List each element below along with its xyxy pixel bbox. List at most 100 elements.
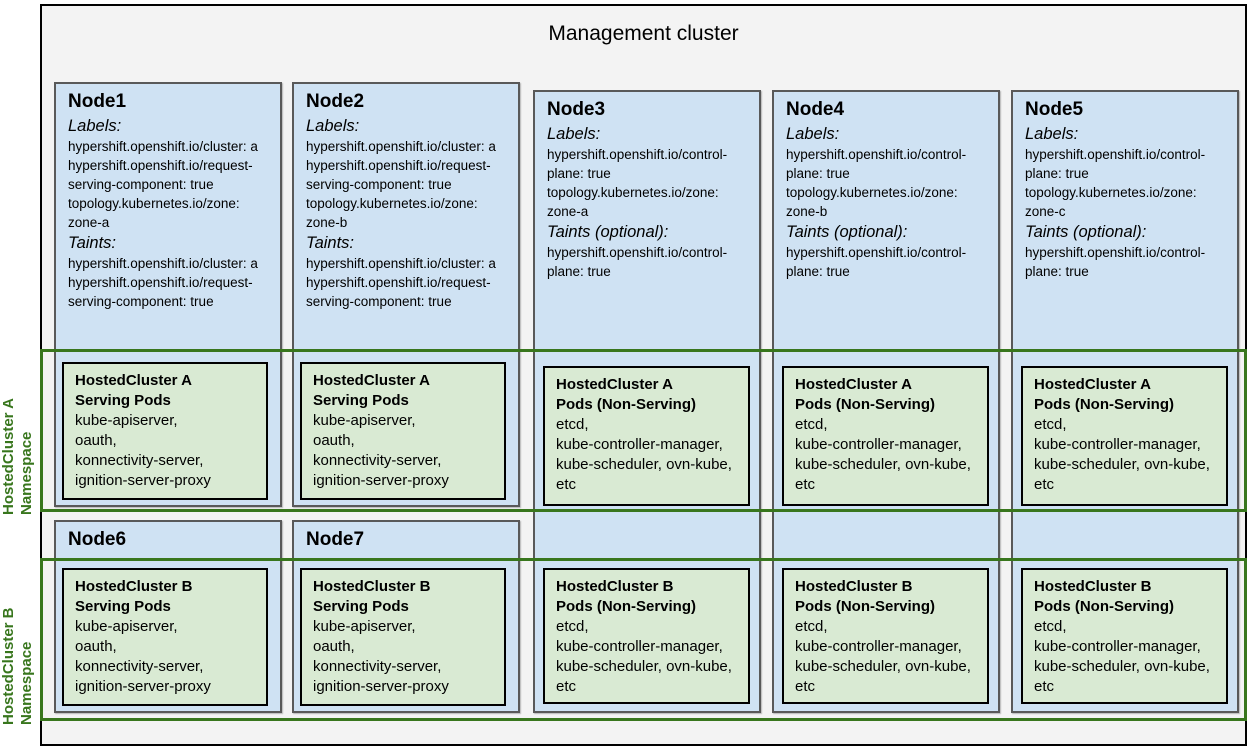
- pod-box-title: Serving Pods: [313, 598, 409, 615]
- node1-title: Node1: [68, 91, 127, 112]
- node1-labels-heading: Labels:: [68, 117, 122, 135]
- pod-box-hostedcluster-a-nonserving: HostedCluster A Pods (Non-Serving) etcd,…: [782, 366, 989, 506]
- node4-label-line: topology.kubernetes.io/zone: zone-b: [786, 185, 958, 219]
- pod-item: kube-controller-manager, kube-scheduler,…: [1034, 638, 1210, 695]
- pod-item: etcd,: [1034, 416, 1067, 433]
- node6-title: Node6: [68, 529, 127, 550]
- node-box-node7: Node7 HostedCluster B Serving Pods kube-…: [292, 520, 520, 713]
- pod-item: konnectivity-server,: [75, 452, 204, 469]
- pod-item: ignition-server-proxy: [313, 472, 449, 489]
- node5-title: Node5: [1025, 99, 1084, 120]
- hostedcluster-a-namespace-label: HostedCluster A Namespace: [0, 345, 38, 515]
- node3-label-line: hypershift.openshift.io/control-plane: t…: [547, 147, 728, 181]
- pod-box-title: Serving Pods: [313, 392, 409, 409]
- pod-box-title: HostedCluster A: [556, 376, 673, 393]
- pod-box-hostedcluster-b-serving: HostedCluster B Serving Pods kube-apiser…: [62, 568, 268, 706]
- node4-taint-line: hypershift.openshift.io/control-plane: t…: [786, 245, 967, 279]
- node5-labels-heading: Labels:: [1025, 125, 1079, 143]
- pod-box-title: HostedCluster A: [313, 372, 430, 389]
- node2-taints-heading: Taints:: [306, 234, 355, 252]
- node-box-node5: Node5 Labels: hypershift.openshift.io/co…: [1011, 90, 1239, 713]
- pod-box-hostedcluster-b-serving: HostedCluster B Serving Pods kube-apiser…: [300, 568, 506, 706]
- pod-box-title: Serving Pods: [75, 598, 171, 615]
- pod-box-title: Pods (Non-Serving): [795, 396, 936, 413]
- management-cluster-title: Management cluster: [548, 22, 739, 45]
- pod-item: oauth,: [75, 432, 117, 449]
- hostedcluster-b-namespace-label-line1: HostedCluster B: [0, 607, 17, 725]
- pod-item: kube-controller-manager, kube-scheduler,…: [1034, 436, 1210, 493]
- node2-taint-line: hypershift.openshift.io/request-serving-…: [306, 275, 491, 309]
- pod-item: kube-apiserver,: [313, 412, 416, 429]
- node5-label-line: hypershift.openshift.io/control-plane: t…: [1025, 147, 1206, 181]
- pod-box-title: Pods (Non-Serving): [1034, 396, 1175, 413]
- node2-labels-heading: Labels:: [306, 117, 360, 135]
- node2-label-line: topology.kubernetes.io/zone: zone-b: [306, 196, 478, 230]
- pod-box-title: HostedCluster B: [313, 578, 431, 595]
- node2-label-line: hypershift.openshift.io/request-serving-…: [306, 158, 491, 192]
- node4-label-line: hypershift.openshift.io/control-plane: t…: [786, 147, 967, 181]
- pod-box-title: Pods (Non-Serving): [556, 598, 697, 615]
- pod-box-title: HostedCluster A: [75, 372, 192, 389]
- pod-box-hostedcluster-a-serving: HostedCluster A Serving Pods kube-apiser…: [300, 362, 506, 500]
- pod-box-title: HostedCluster B: [1034, 578, 1152, 595]
- node1-label-line: hypershift.openshift.io/request-serving-…: [68, 158, 253, 192]
- hostedcluster-b-namespace-label: HostedCluster B Namespace: [0, 555, 38, 725]
- pod-item: oauth,: [75, 638, 117, 655]
- node3-labels-heading: Labels:: [547, 125, 601, 143]
- node1-label-line: topology.kubernetes.io/zone: zone-a: [68, 196, 240, 230]
- node1-label-line: hypershift.openshift.io/cluster: a: [68, 139, 258, 154]
- pod-box-title: HostedCluster B: [556, 578, 674, 595]
- node-box-node1: Node1 Labels: hypershift.openshift.io/cl…: [54, 82, 282, 507]
- pod-box-title: Serving Pods: [75, 392, 171, 409]
- hostedcluster-b-namespace-label-line2: Namespace: [18, 641, 35, 725]
- pod-item: etcd,: [556, 416, 589, 433]
- pod-box-title: Pods (Non-Serving): [556, 396, 697, 413]
- node7-title: Node7: [306, 529, 365, 550]
- pod-item: kube-controller-manager, kube-scheduler,…: [556, 638, 732, 695]
- node1-taints-heading: Taints:: [68, 234, 117, 252]
- pod-item: ignition-server-proxy: [75, 678, 211, 695]
- pod-box-hostedcluster-b-nonserving: HostedCluster B Pods (Non-Serving) etcd,…: [543, 568, 750, 704]
- node5-taints-heading: Taints (optional):: [1025, 223, 1147, 241]
- node-box-node3: Node3 Labels: hypershift.openshift.io/co…: [533, 90, 761, 713]
- node5-taint-line: hypershift.openshift.io/control-plane: t…: [1025, 245, 1206, 279]
- node4-title: Node4: [786, 99, 845, 120]
- pod-item: konnectivity-server,: [313, 452, 442, 469]
- hostedcluster-a-namespace-label-line1: HostedCluster A: [0, 398, 17, 515]
- pod-box-title: Pods (Non-Serving): [795, 598, 936, 615]
- pod-box-hostedcluster-a-nonserving: HostedCluster A Pods (Non-Serving) etcd,…: [543, 366, 750, 506]
- pod-item: ignition-server-proxy: [75, 472, 211, 489]
- pod-item: konnectivity-server,: [75, 658, 204, 675]
- node5-label-line: topology.kubernetes.io/zone: zone-c: [1025, 185, 1197, 219]
- pod-item: ignition-server-proxy: [313, 678, 449, 695]
- node3-title: Node3: [547, 99, 606, 120]
- node1-taint-line: hypershift.openshift.io/cluster: a: [68, 256, 258, 271]
- node1-taint-line: hypershift.openshift.io/request-serving-…: [68, 275, 253, 309]
- pod-item: etcd,: [795, 618, 828, 635]
- pod-item: kube-controller-manager, kube-scheduler,…: [795, 638, 971, 695]
- pod-box-hostedcluster-b-nonserving: HostedCluster B Pods (Non-Serving) etcd,…: [1021, 568, 1228, 704]
- node-box-node2: Node2 Labels: hypershift.openshift.io/cl…: [292, 82, 520, 507]
- pod-item: kube-controller-manager, kube-scheduler,…: [556, 436, 732, 493]
- node3-label-line: topology.kubernetes.io/zone: zone-a: [547, 185, 719, 219]
- node2-label-line: hypershift.openshift.io/cluster: a: [306, 139, 496, 154]
- node2-title: Node2: [306, 91, 365, 112]
- pod-item: kube-apiserver,: [313, 618, 416, 635]
- pod-box-hostedcluster-a-serving: HostedCluster A Serving Pods kube-apiser…: [62, 362, 268, 500]
- pod-item: etcd,: [1034, 618, 1067, 635]
- node2-taint-line: hypershift.openshift.io/cluster: a: [306, 256, 496, 271]
- pod-item: kube-apiserver,: [75, 412, 178, 429]
- pod-item: oauth,: [313, 638, 355, 655]
- node4-taints-heading: Taints (optional):: [786, 223, 908, 241]
- pod-item: kube-apiserver,: [75, 618, 178, 635]
- node4-labels-heading: Labels:: [786, 125, 840, 143]
- pod-item: etcd,: [795, 416, 828, 433]
- pod-box-title: HostedCluster B: [795, 578, 913, 595]
- node3-taint-line: hypershift.openshift.io/control-plane: t…: [547, 245, 728, 279]
- pod-box-hostedcluster-b-nonserving: HostedCluster B Pods (Non-Serving) etcd,…: [782, 568, 989, 704]
- pod-box-title: HostedCluster A: [795, 376, 912, 393]
- pod-box-title: HostedCluster B: [75, 578, 193, 595]
- pod-item: etcd,: [556, 618, 589, 635]
- node3-taints-heading: Taints (optional):: [547, 223, 669, 241]
